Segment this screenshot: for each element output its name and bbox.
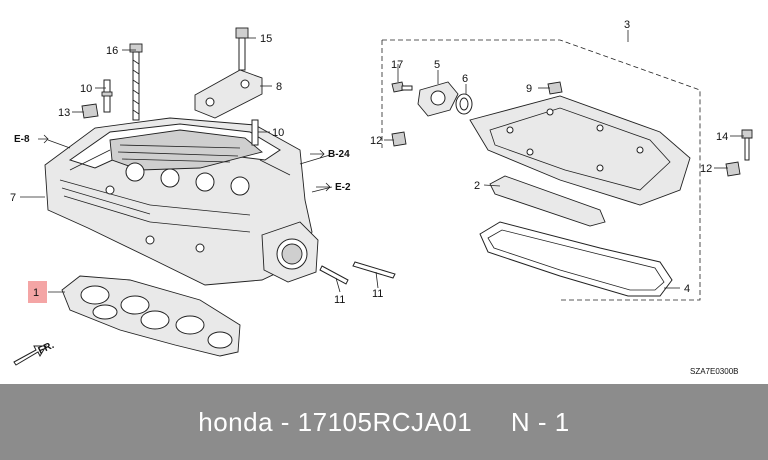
bolt-14 — [741, 129, 753, 161]
studs-11 — [319, 261, 396, 285]
intake-manifold — [44, 117, 319, 286]
callout-14: 14 — [716, 131, 728, 143]
bolt-17 — [391, 81, 413, 93]
callout-10-left: 10 — [80, 83, 92, 95]
callout-10-right: 10 — [272, 127, 284, 139]
callout-12-left: 12 — [370, 135, 382, 147]
part-number: 17105RCJA01 — [297, 406, 473, 437]
front-arrow-icon — [13, 345, 47, 366]
nut-13 — [81, 103, 99, 119]
front-label: FR. — [37, 340, 56, 357]
leader-lines — [20, 30, 744, 293]
callout-16: 16 — [106, 45, 118, 57]
ref-e8-arrow — [38, 134, 49, 144]
manifold-gasket — [61, 275, 241, 357]
callout-6: 6 — [462, 73, 468, 85]
ref-e8-label: E-8 — [14, 134, 30, 145]
oring-6 — [455, 93, 473, 115]
ref-e2-arrow — [316, 182, 331, 192]
part-info-bar: honda - 17105RCJA01 N - 1 — [0, 384, 768, 460]
bolt-15 — [235, 27, 249, 71]
callout-7: 7 — [10, 192, 16, 204]
grommet-9 — [547, 81, 563, 95]
callout-11-right: 11 — [372, 288, 383, 300]
head-cover-gasket — [479, 221, 673, 297]
callout-3: 3 — [624, 19, 630, 31]
ref-e2-label: E-2 — [335, 182, 351, 193]
pcv-valve-5 — [417, 81, 459, 117]
ref-b24-label: B-24 — [328, 149, 350, 160]
stud-10-left — [101, 79, 113, 113]
parts-diagram: 1 2 3 4 5 6 7 8 9 10 10 11 11 12 12 13 1… — [10, 19, 753, 376]
diagram-canvas: 1 2 3 4 5 6 7 8 9 10 10 11 11 12 12 13 1… — [10, 19, 753, 376]
callout-12-right: 12 — [700, 163, 712, 175]
brand-name: honda — [198, 406, 274, 437]
callout-8: 8 — [276, 81, 282, 93]
ref-b24-arrow — [310, 149, 325, 159]
callout-15: 15 — [260, 33, 272, 45]
group-frame-line — [560, 210, 701, 301]
callout-13: 13 — [58, 107, 70, 119]
highlight-box — [28, 281, 47, 303]
stud-10-right — [251, 119, 259, 146]
quantity: N - 1 — [510, 406, 570, 437]
head-cover — [469, 95, 691, 206]
nut-12-right — [725, 161, 741, 177]
diagram-code: SZA7E0300B — [690, 367, 738, 376]
callout-17: 17 — [391, 59, 403, 71]
group-frame-line — [382, 39, 701, 210]
nut-12-left — [391, 131, 407, 147]
callout-5: 5 — [434, 59, 440, 71]
separator: - — [273, 406, 298, 437]
callout-11-left: 11 — [334, 294, 345, 306]
baffle-plate — [489, 175, 606, 227]
callout-2: 2 — [474, 180, 480, 192]
bracket-8 — [194, 69, 263, 119]
bolt-16 — [129, 43, 143, 121]
callout-1: 1 — [33, 287, 39, 299]
callout-9: 9 — [526, 83, 532, 95]
callout-4: 4 — [684, 283, 690, 295]
